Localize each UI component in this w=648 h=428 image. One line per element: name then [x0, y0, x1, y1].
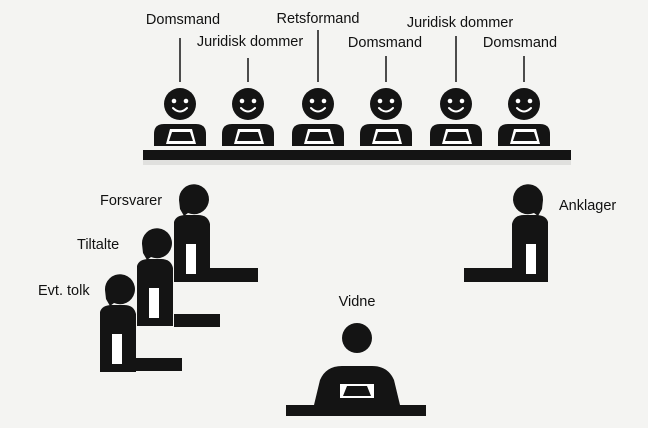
label-domsmand-2: Domsmand	[348, 35, 422, 51]
label-forsvarer: Forsvarer	[100, 193, 162, 209]
label-domsmand-3: Domsmand	[483, 35, 557, 51]
label-tolk: Evt. tolk	[38, 283, 90, 299]
label-retsformand: Retsformand	[276, 11, 359, 27]
tolk-figure	[100, 274, 182, 372]
label-anklager: Anklager	[559, 198, 616, 214]
domsmand-3-figure	[497, 56, 551, 147]
retsformand-figure	[291, 30, 345, 147]
label-domsmand-1: Domsmand	[146, 12, 220, 28]
domsmand-2-figure	[359, 56, 413, 147]
judges-bench	[143, 150, 571, 165]
forsvarer-figure	[174, 184, 258, 282]
label-juridisk-dommer-1: Juridisk dommer	[197, 34, 304, 50]
tiltalte-figure	[137, 228, 220, 327]
anklager-figure	[464, 184, 548, 282]
vidne-figure	[286, 323, 426, 416]
juridisk-dommer-2-figure	[429, 36, 483, 147]
juridisk-dommer-1-figure	[221, 58, 275, 147]
domsmand-1-figure	[153, 38, 207, 147]
label-vidne: Vidne	[339, 294, 376, 310]
label-juridisk-dommer-2: Juridisk dommer	[407, 15, 514, 31]
label-tiltalte: Tiltalte	[77, 237, 119, 253]
